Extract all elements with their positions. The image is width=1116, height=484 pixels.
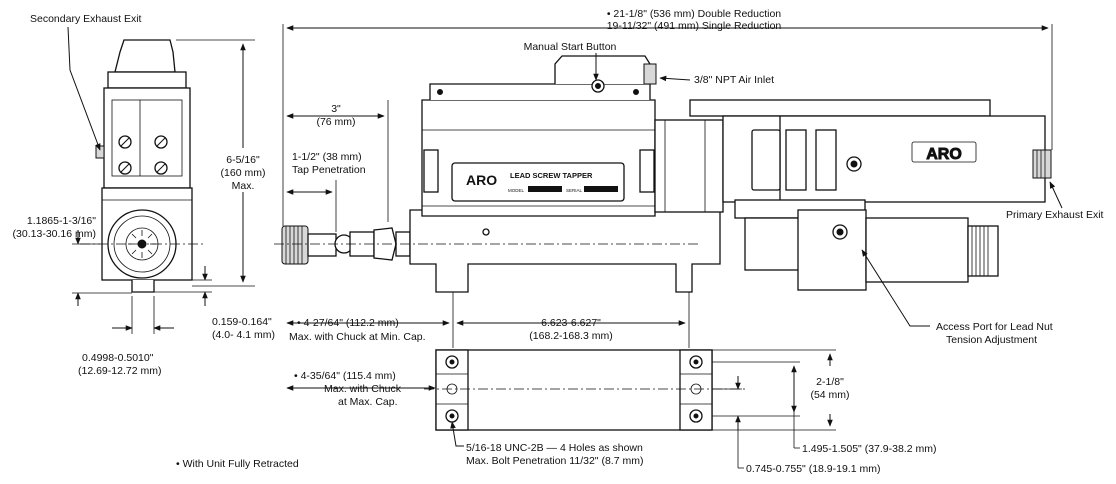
primary-exhaust-label: Primary Exhaust Exit (1006, 209, 1104, 221)
hole-offset-dimension: 0.745-0.755" (18.9-19.1 mm) (712, 376, 880, 475)
chuck-min-line2: Max. with Chuck at Min. Cap. (289, 331, 426, 343)
key-line1: 0.159-0.164" (212, 316, 272, 328)
hole-row-label: 1.495-1.505" (37.9-38.2 mm) (802, 443, 936, 455)
tap-pen-line2: Tap Penetration (292, 164, 366, 176)
bore-line1: 1.1865-1-3/16" (27, 215, 96, 227)
nameplate-model: MODEL (508, 188, 525, 193)
nameplate-brand: ARO (466, 172, 497, 188)
hole-offset-label: 0.745-0.755" (18.9-19.1 mm) (746, 463, 880, 475)
slot-dimension: 0.4998-0.5010" (12.69-12.72 mm) (78, 296, 174, 377)
overall-line2: 19-11/32" (491 mm) Single Reduction (607, 20, 782, 32)
chuck-max-dimension: • 4-35/64" (115.4 mm) Max. with Chuck at… (286, 370, 436, 408)
bore-line2: (30.13-30.16 mm) (13, 228, 96, 240)
chuck-max-line1: • 4-35/64" (115.4 mm) (294, 370, 396, 382)
nameplate: ARO LEAD SCREW TAPPER MODEL SERIAL (451, 162, 625, 202)
overall-length-dimension: • 21-1/8" (536 mm) Double Reduction 19-1… (282, 8, 1053, 226)
plate-height-line2: (54 mm) (810, 389, 849, 401)
mount-holes (445, 355, 703, 423)
air-inlet-label: 3/8" NPT Air Inlet (694, 74, 774, 86)
mounting-plate (424, 349, 746, 431)
mount-spacing-line2: (168.2-168.3 mm) (529, 330, 612, 342)
access-port-line2: Tension Adjustment (946, 334, 1037, 346)
side-view: ARO LEAD SCREW TAPPER MODEL SERIAL ARO (274, 55, 1052, 293)
primary-exhaust-callout: Primary Exhaust Exit (1006, 181, 1104, 221)
nameplate-title: LEAD SCREW TAPPER (510, 171, 593, 180)
rear-logo: ARO (926, 146, 962, 163)
tap-chuck (281, 225, 411, 265)
manual-start-callout: Manual Start Button (524, 41, 617, 81)
bore-dimension: 1.1865-1-3/16" (30.13-30.16 mm) (13, 215, 132, 306)
plate-height-line1: 2-1/8" (816, 376, 844, 388)
tap-travel-line1: 3" (331, 103, 341, 115)
hole-row-dimension: 1.495-1.505" (37.9-38.2 mm) (712, 361, 936, 455)
chuck-max-line2: Max. with Chuck (324, 383, 402, 395)
access-port-callout: Access Port for Lead Nut Tension Adjustm… (861, 249, 1053, 346)
height-dimension: 6-5/16" (160 mm) Max. (176, 39, 266, 287)
chuck-min-line1: • 4-27/64" (112.2 mm) (297, 317, 399, 329)
plate-height-dimension: 2-1/8" (54 mm) (712, 349, 850, 431)
nameplate-serial: SERIAL (566, 188, 583, 193)
secondary-exhaust-callout: Secondary Exhaust Exit (30, 13, 142, 151)
mount-spacing-dimension: 6.623-6.627" (168.2-168.3 mm) (456, 292, 690, 348)
chuck-min-dimension: • 4-27/64" (112.2 mm) Max. with Chuck at… (286, 292, 454, 348)
access-port-line1: Access Port for Lead Nut (936, 321, 1053, 333)
end-view (80, 39, 205, 293)
slot-line1: 0.4998-0.5010" (82, 352, 154, 364)
holes-line2: Max. Bolt Penetration 11/32" (8.7 mm) (466, 455, 643, 467)
key-line2: (4.0- 4.1 mm) (212, 329, 275, 341)
tap-pen-line1: 1-1/2" (38 mm) (292, 151, 362, 163)
overall-line1: • 21-1/8" (536 mm) Double Reduction (607, 8, 781, 20)
holes-note: 5/16-18 UNC-2B — 4 Holes as shown Max. B… (450, 421, 643, 467)
height-line2: (160 mm) (221, 167, 266, 179)
tap-penetration-dimension: 1-1/2" (38 mm) Tap Penetration (286, 151, 366, 232)
retracted-footnote: • With Unit Fully Retracted (176, 458, 299, 470)
manual-start-label: Manual Start Button (524, 41, 617, 53)
height-line1: 6-5/16" (226, 154, 260, 166)
key-dimension: 0.159-0.164" (4.0- 4.1 mm) (154, 266, 275, 341)
secondary-exhaust-label: Secondary Exhaust Exit (30, 13, 142, 25)
holes-line1: 5/16-18 UNC-2B — 4 Holes as shown (466, 442, 643, 454)
chuck-max-line3: at Max. Cap. (338, 396, 398, 408)
air-inlet-callout: 3/8" NPT Air Inlet (659, 74, 774, 86)
mount-spacing-line1: 6.623-6.627" (541, 317, 601, 329)
tap-travel-line2: (76 mm) (316, 116, 355, 128)
tap-travel-dimension: 3" (76 mm) (286, 100, 389, 222)
height-line3: Max. (232, 180, 255, 192)
slot-line2: (12.69-12.72 mm) (78, 365, 161, 377)
